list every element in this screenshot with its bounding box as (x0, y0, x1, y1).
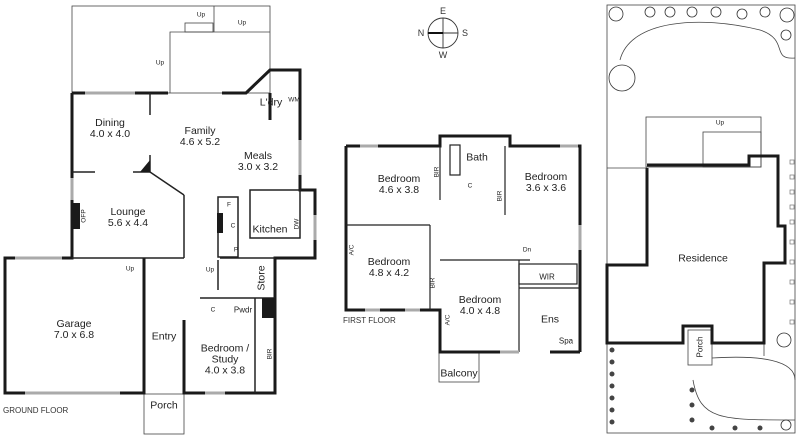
ground-floor-title: GROUND FLOOR (3, 406, 69, 415)
room-bedroom-2: Bedroom 4.6 x 3.8 (377, 173, 421, 196)
room-powder: Pwdr (233, 305, 253, 315)
room-ensuite: Ens (540, 313, 560, 326)
room-bedroom-4: Bedroom 4.8 x 4.2 (367, 256, 411, 279)
room-laundry: L'dry (259, 96, 283, 109)
room-bedroom-study: Bedroom / Study 4.0 x 3.8 (200, 342, 250, 377)
room-master-bedroom: Bedroom 4.0 x 4.8 (458, 294, 502, 317)
bir-label: BIR (266, 348, 274, 360)
room-family: Family 4.6 x 5.2 (179, 125, 221, 148)
room-bath: Bath (466, 151, 488, 164)
wm-label: WM (288, 96, 300, 104)
fridge-label: F (227, 201, 231, 209)
up-label: Up (155, 59, 165, 67)
up-label: Up (237, 19, 247, 27)
site-residence-label: Residence (678, 252, 728, 265)
room-meals: Meals 3.0 x 3.2 (237, 150, 279, 173)
bir-label: BIR (429, 277, 437, 289)
compass-west: W (438, 50, 448, 60)
bir-label: BIR (433, 166, 441, 178)
compass-east: E (439, 6, 447, 16)
site-up-label: Up (715, 119, 725, 127)
room-porch: Porch (150, 399, 178, 412)
compass-north: N (417, 28, 425, 38)
up-label: Up (196, 11, 206, 19)
spa-label: Spa (558, 336, 574, 346)
room-garage: Garage 7.0 x 6.8 (53, 318, 95, 341)
up-label: Up (205, 266, 215, 274)
room-balcony: Balcony (440, 367, 478, 380)
bir-label: BIR (496, 190, 504, 202)
cupboard-label: C (230, 222, 236, 230)
room-dining: Dining 4.0 x 4.0 (89, 117, 131, 140)
room-wir: WIR (539, 272, 555, 282)
dw-label: DW (293, 218, 301, 230)
room-entry: Entry (151, 330, 177, 343)
up-label: Up (125, 265, 135, 273)
compass-south: S (461, 28, 469, 38)
pantry-label: P (233, 246, 239, 254)
ac-label: A/C (348, 244, 356, 256)
down-label: Dn (522, 246, 532, 254)
first-floor-title: FIRST FLOOR (343, 316, 396, 325)
room-lounge: Lounge 5.6 x 4.4 (107, 206, 149, 229)
ofp-label: OFP (80, 209, 88, 223)
ac-label: A/C (444, 314, 452, 326)
room-kitchen: Kitchen (252, 223, 288, 236)
room-store: Store (255, 265, 268, 291)
cupboard-label: C (467, 182, 473, 190)
room-bedroom-3: Bedroom 3.6 x 3.6 (524, 171, 568, 194)
site-porch-label: Porch (695, 336, 705, 358)
cupboard-label: C (210, 306, 216, 314)
